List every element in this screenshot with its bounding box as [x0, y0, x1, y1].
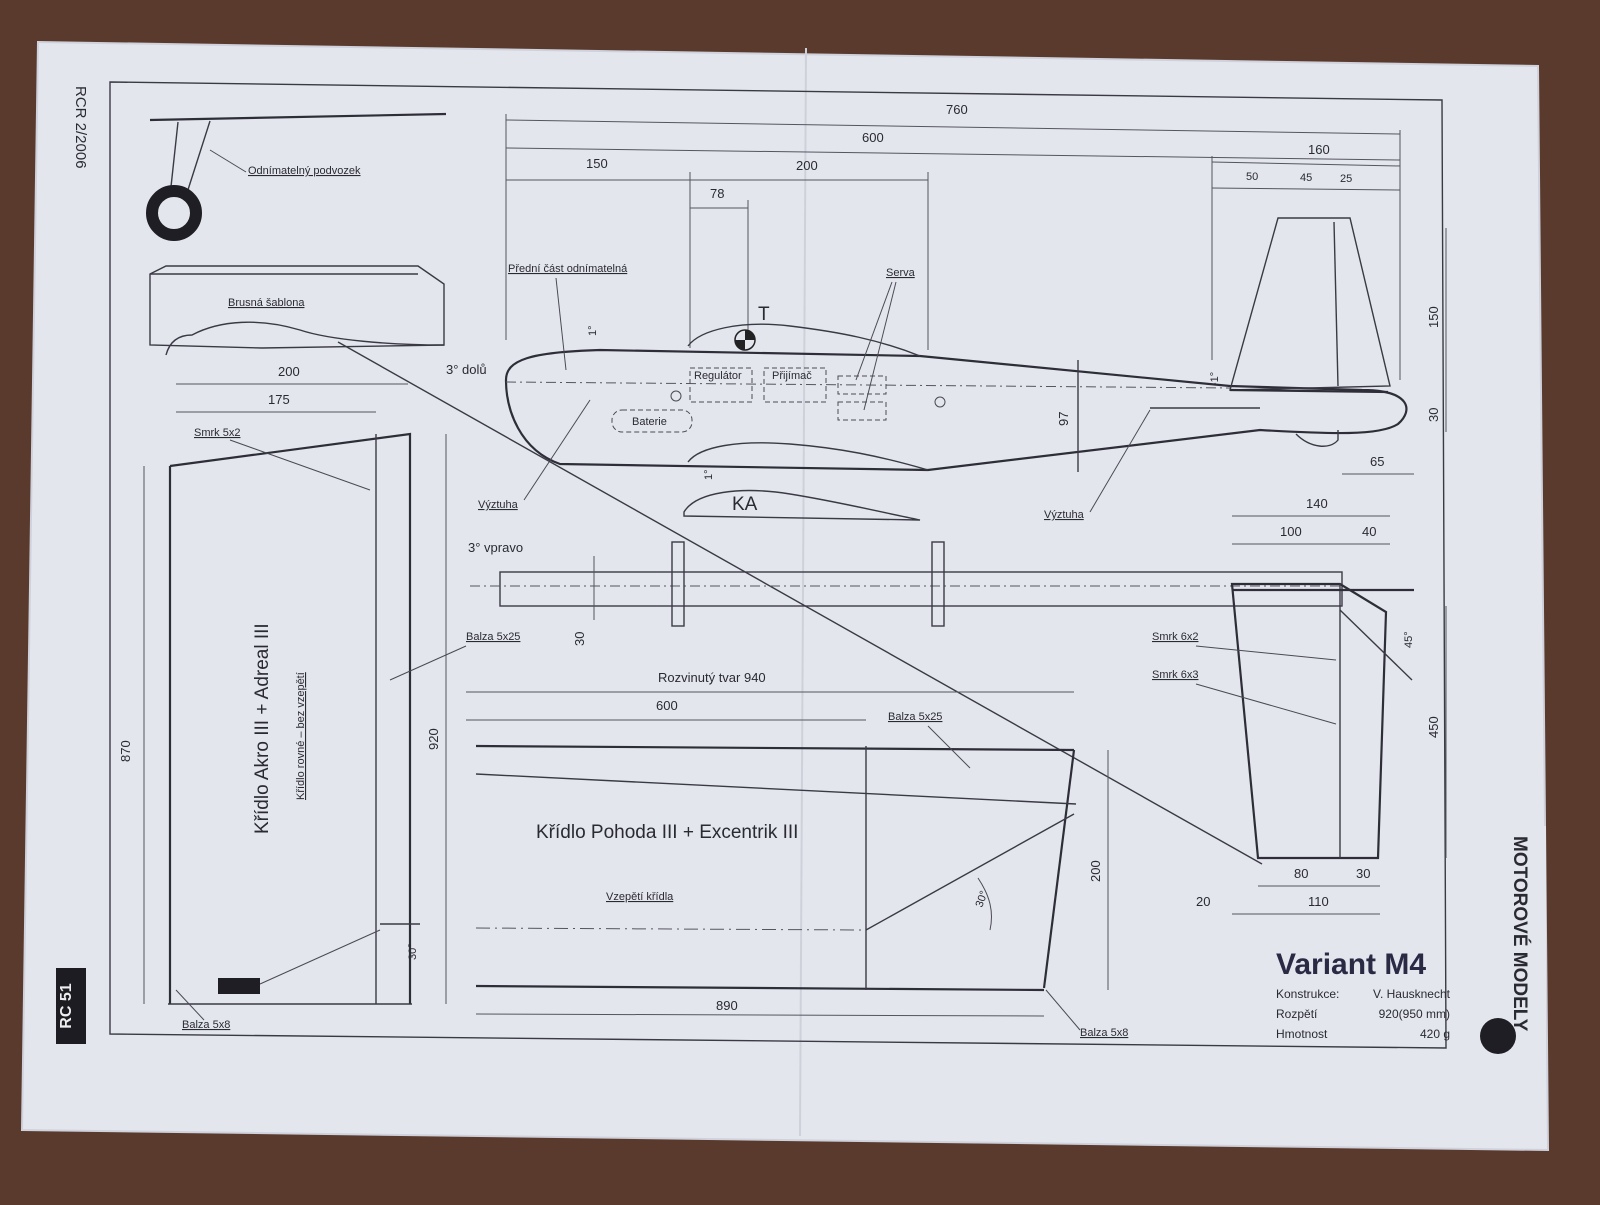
- dim-150-fin: 150: [1426, 306, 1441, 328]
- wing-left-title: Křídlo Akro III + Adreal III: [252, 623, 273, 834]
- deg1-top-label: 1°: [587, 325, 599, 336]
- balsa-5x8-left-label: Balza 5x8: [182, 1019, 230, 1031]
- balsa-5x25-mid-label: Balza 5x25: [888, 711, 942, 723]
- dim-80: 80: [1294, 866, 1308, 881]
- dim-920: 920: [426, 728, 441, 750]
- dim-760: 760: [946, 102, 968, 117]
- dim-890: 890: [716, 998, 738, 1013]
- balsa-5x25-left-label: Balza 5x25: [466, 631, 520, 643]
- deg45-label: 45°: [1403, 631, 1415, 648]
- dim-30-fin: 30: [1426, 408, 1441, 422]
- spec-key-mass: Hmotnost: [1276, 1027, 1328, 1041]
- dim-450: 450: [1426, 716, 1441, 738]
- dim-110: 110: [1308, 894, 1329, 909]
- spruce-6x3-label: Smrk 6x3: [1152, 669, 1198, 681]
- fuselage-side: T Regulátor Přijímač Baterie Přední část…: [446, 217, 1447, 521]
- wing-right-title: Křídlo Pohoda III + Excentrik III: [536, 822, 798, 843]
- dim-175: 175: [268, 392, 290, 407]
- dim-150: 150: [586, 156, 608, 171]
- plan-title: Variant M4: [1276, 948, 1426, 981]
- receiver-label: Přijímač: [772, 370, 812, 382]
- dim-20: 20: [1196, 894, 1210, 909]
- wing-akro: 200 175 870 920 Smrk 5x2 Balza 5x25 Balz…: [118, 364, 520, 1031]
- wheel-icon: [146, 185, 202, 241]
- dim-30-bot: 30: [1356, 866, 1370, 881]
- corner-dot: [1480, 1018, 1516, 1054]
- dim-25: 25: [1340, 173, 1352, 185]
- spec-key-span: Rozpětí: [1276, 1007, 1318, 1021]
- battery-label: Baterie: [632, 416, 667, 428]
- regulator-label: Regulátor: [694, 370, 742, 382]
- issue-label: RCR 2/2006: [72, 86, 89, 169]
- sanding-template: Brusná šablona: [149, 265, 445, 356]
- dim-97: 97: [1056, 412, 1071, 426]
- dim-200-wing: 200: [1088, 860, 1103, 882]
- paper-sheet: [20, 40, 1550, 1152]
- spruce-5x2-label: Smrk 5x2: [194, 427, 240, 439]
- dim-600-top: 600: [862, 130, 884, 145]
- dim-45: 45: [1300, 172, 1312, 184]
- right-thrust-label: 3° vpravo: [468, 540, 523, 555]
- title-block: Variant M4 Konstrukce: V. Hausknecht Roz…: [1276, 826, 1546, 1056]
- servos-label: Serva: [886, 267, 916, 279]
- deg1-tail-label: -1°: [1209, 372, 1221, 386]
- stabilizer: 45° 140 100 40 450 80 30 20 110 Smrk 6x2…: [1152, 496, 1447, 915]
- landing-gear: Odnímatelný podvozek: [146, 112, 447, 241]
- dim-600-wing: 600: [656, 698, 678, 713]
- dim-78: 78: [710, 186, 724, 201]
- dim-160: 160: [1308, 142, 1330, 157]
- wing-left-subtitle: Křídlo rovné – bez vzepětí: [295, 672, 307, 800]
- page-badge: RC 51: [58, 983, 75, 1028]
- spec-value-mass: 420 g: [1420, 1027, 1450, 1041]
- side-label: MOTOROVÉ MODELY: [1509, 836, 1531, 1032]
- dim-50: 50: [1246, 171, 1258, 183]
- gear-label: Odnímatelný podvozek: [248, 165, 361, 177]
- dim-200-left: 200: [278, 364, 300, 379]
- spec-value-design: V. Hausknecht: [1373, 987, 1451, 1001]
- dim-100: 100: [1280, 524, 1302, 539]
- dim-140: 140: [1306, 496, 1328, 511]
- spec-value-span: 920(950 mm): [1379, 1007, 1450, 1021]
- sanding-label: Brusná šablona: [228, 297, 305, 309]
- stiffener-left-label: Výztuha: [478, 499, 519, 511]
- airfoil-t-label: T: [758, 304, 770, 325]
- deg30-a-label: 30°: [407, 943, 419, 960]
- airfoil-ka-label: KA: [732, 494, 758, 515]
- spec-key-design: Konstrukce:: [1276, 987, 1339, 1001]
- wing-pohoda: Křídlo Pohoda III + Excentrik III Vzepět…: [466, 670, 1128, 1039]
- dim-65: 65: [1370, 454, 1384, 469]
- dim-30-spar: 30: [572, 632, 587, 646]
- page-badge-box: [56, 968, 86, 1044]
- deg1-bottom-label: 1°: [703, 469, 715, 480]
- balsa-5x8-right-label: Balza 5x8: [1080, 1027, 1128, 1039]
- stiffener-right-label: Výztuha: [1044, 509, 1085, 521]
- spruce-6x2-label: Smrk 6x2: [1152, 631, 1198, 643]
- dim-40: 40: [1362, 524, 1376, 539]
- front-removable-label: Přední část odnímatelná: [508, 263, 628, 275]
- fold-line: [799, 47, 807, 1137]
- dim-870: 870: [118, 740, 133, 762]
- top-dimensions: 760 600 150 200 78 160 50 45 25: [505, 102, 1401, 380]
- unfolded-label: Rozvinutý tvar 940: [658, 670, 766, 685]
- down-thrust-label: 3° dolů: [446, 362, 487, 377]
- drawing-frame: [109, 81, 1447, 1049]
- dim-200-top: 200: [796, 158, 818, 173]
- airfoil-ka: KA: [683, 489, 921, 521]
- dihedral-label: Vzepětí křídla: [606, 891, 674, 903]
